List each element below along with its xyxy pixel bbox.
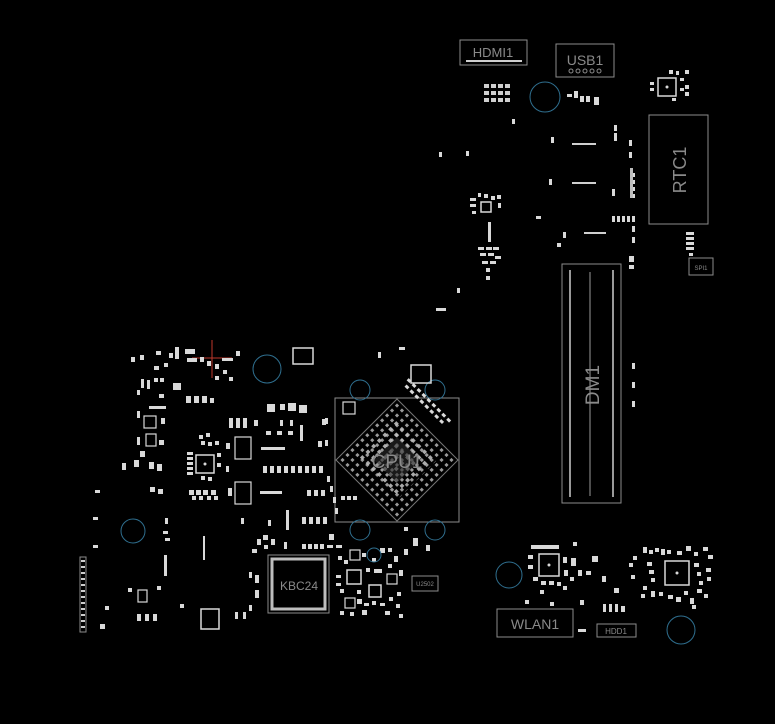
ic-small-u2502[interactable]: U2502 xyxy=(411,575,439,592)
flex-connector-left xyxy=(79,556,87,633)
mounting-hole xyxy=(252,354,282,384)
dimm-slot[interactable]: DM1 xyxy=(561,263,622,504)
dimm-passives xyxy=(629,256,635,407)
cpu-left-passives xyxy=(325,347,405,514)
hdmi-label: HDMI1 xyxy=(473,45,513,60)
smd-parts-bottom-right xyxy=(525,542,713,632)
ic-top-right xyxy=(650,70,689,101)
wlan-label: WLAN1 xyxy=(511,616,559,632)
u2502-label: U2502 xyxy=(416,582,434,588)
smd-parts-left xyxy=(93,347,327,629)
cpu-decoupling xyxy=(404,378,452,425)
mounting-hole xyxy=(529,81,561,113)
mounting-hole xyxy=(120,518,146,544)
ferrite-pads xyxy=(572,143,606,234)
dimm-label: DM1 xyxy=(583,365,604,405)
ic-mid-right xyxy=(436,193,501,311)
hdmi-connector[interactable]: HDMI1 xyxy=(459,39,528,66)
usb-connector[interactable]: USB1 xyxy=(555,43,615,78)
ic-left-top xyxy=(137,347,314,630)
rtc-label: RTC1 xyxy=(670,147,690,194)
mounting-hole xyxy=(495,561,523,589)
kbc-label: KBC24 xyxy=(280,579,318,593)
cpu-package[interactable]: CPU1 xyxy=(334,397,460,523)
mounting-hole xyxy=(366,547,382,563)
hdmi-pad-array xyxy=(484,84,510,102)
rtc-battery[interactable]: RTC1 xyxy=(648,114,709,225)
cpu-aux-ic xyxy=(342,364,432,415)
smd-parts-top xyxy=(439,91,635,247)
smd-parts-bottom-center xyxy=(336,527,430,618)
ic-bottom-right xyxy=(538,553,690,586)
cpu-label: CPU1 xyxy=(372,452,423,473)
kbc-chip[interactable]: KBC24 xyxy=(267,554,330,614)
wlan-connector[interactable]: WLAN1 xyxy=(496,608,574,638)
hdd-label: HDD1 xyxy=(605,627,627,636)
hdd-connector[interactable]: HDD1 xyxy=(596,623,637,638)
connector-strip xyxy=(630,168,633,198)
ic-bottom-center xyxy=(344,549,398,609)
spi-passives xyxy=(686,232,694,256)
spi-label: SPI1 xyxy=(694,266,708,272)
mounting-hole xyxy=(666,615,696,645)
kbc-passives xyxy=(249,520,342,611)
usb-label: USB1 xyxy=(567,52,604,68)
spi-chip[interactable]: SPI1 xyxy=(688,257,714,276)
cpu-mounting-holes xyxy=(349,379,446,541)
smd-cluster-qfn xyxy=(187,433,230,481)
